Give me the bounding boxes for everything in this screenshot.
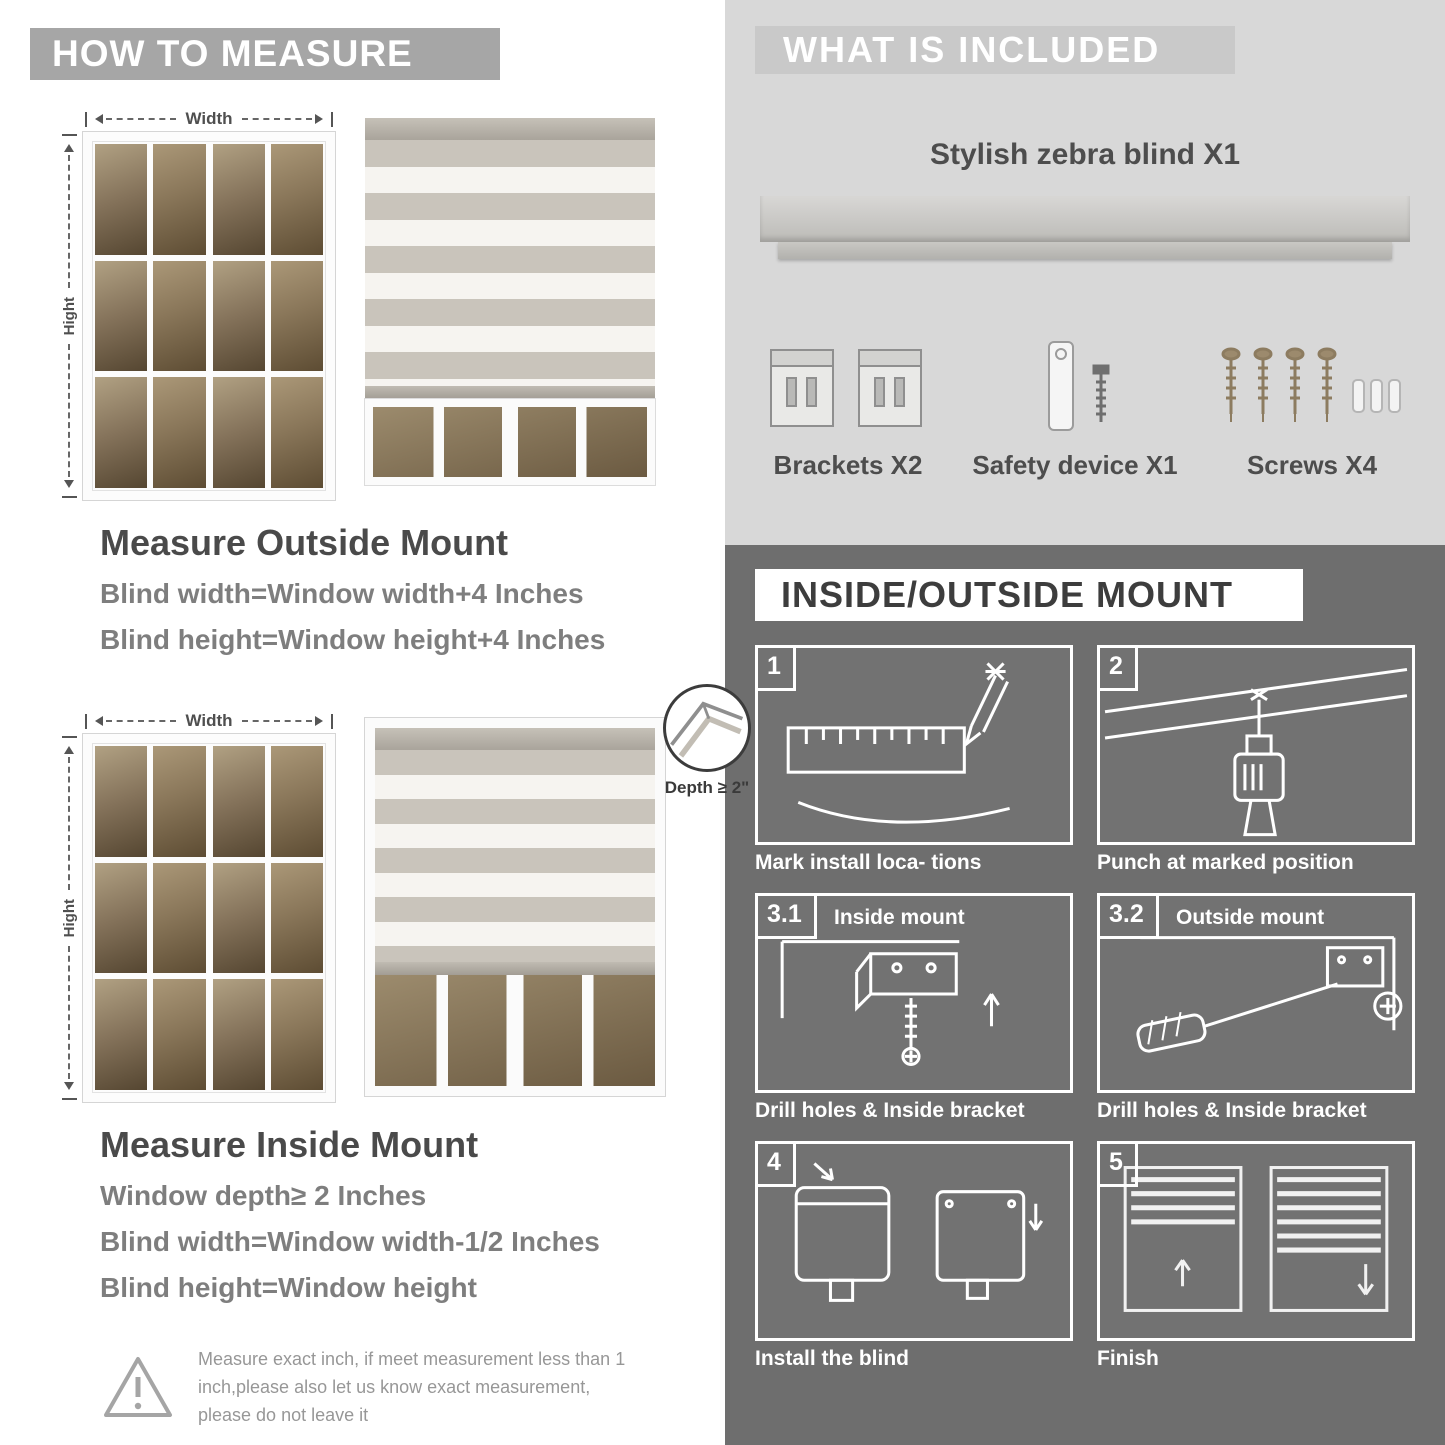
brackets-label: Brackets X2 <box>773 450 923 480</box>
inside-mount-figures: Width Hight <box>55 684 751 1102</box>
what-is-included-title: WHAT IS INCLUDED <box>783 29 1161 70</box>
height-label: Hight <box>60 296 78 336</box>
width-arrow: Width <box>83 708 335 734</box>
inside-depth-formula: Window depth≥ 2 Inches <box>100 1180 427 1211</box>
depth-callout: Depth ≥ 2" <box>649 684 765 798</box>
step-number: 5 <box>1100 1144 1138 1187</box>
inside-bracket-screw-icon <box>780 940 1000 1066</box>
included-item-brackets: Brackets X2 <box>763 326 933 481</box>
step-3-1-panel: 3.1 Inside mount <box>755 893 1073 1093</box>
outside-width-formula: Blind width=Window width+4 Inches <box>100 578 584 609</box>
step-3-1-title: Inside mount <box>834 906 965 929</box>
step-number: 2 <box>1100 648 1138 691</box>
screws-icon <box>1217 326 1407 438</box>
included-items-row: Brackets X2 S <box>763 326 1407 481</box>
brackets-icon <box>763 326 933 438</box>
window-corner-icon <box>670 701 744 758</box>
window-diagram-inside: Width Hight <box>55 708 335 1102</box>
window-below-blind <box>375 975 655 1086</box>
zebra-stripes <box>365 140 655 386</box>
height-arrow: Hight <box>55 734 83 1102</box>
outside-mount-figures: Width Hight <box>55 106 725 500</box>
install-blind-icon <box>794 1162 1044 1302</box>
outside-height-formula: Blind height=Window height+4 Inches <box>100 624 606 655</box>
window-diagram-outside: Width Hight <box>55 106 335 500</box>
included-item-safety-device: Safety device X1 <box>972 326 1178 481</box>
step-5-panel: 5 <box>1097 1141 1415 1341</box>
step-1: 1 <box>755 645 1073 875</box>
depth-detail-circle-icon <box>663 684 751 772</box>
blind-headrail <box>375 728 655 750</box>
measurement-warning: Measure exact inch, if meet measurement … <box>100 1346 660 1430</box>
step-number: 1 <box>758 648 796 691</box>
step-1-panel: 1 <box>755 645 1073 845</box>
warning-triangle-icon <box>104 1356 172 1417</box>
drill-icon <box>1104 668 1408 837</box>
width-label: Width <box>185 109 233 128</box>
window-sash <box>212 746 323 1090</box>
mount-steps-grid: 1 <box>755 645 1445 1371</box>
zebra-stripes <box>375 750 655 962</box>
ruler-pencil-icon <box>786 662 1010 824</box>
what-is-included-section: WHAT IS INCLUDED Stylish zebra blind X1 <box>725 0 1445 545</box>
screws-label: Screws X4 <box>1246 450 1378 480</box>
inside-height-formula: Blind height=Window height <box>100 1272 477 1303</box>
step-4-panel: 4 <box>755 1141 1073 1341</box>
step-3-2-title: Outside mount <box>1176 906 1325 929</box>
zebra-blind-inside-illustration <box>365 718 665 1096</box>
blind-bottomrail <box>375 962 655 975</box>
window-sash <box>95 144 206 488</box>
right-column: WHAT IS INCLUDED Stylish zebra blind X1 <box>725 0 1445 1445</box>
window-sash <box>212 144 323 488</box>
screwdriver-bracket-icon <box>1136 936 1403 1053</box>
step-3-2: 3.2 Outside mount <box>1097 893 1415 1123</box>
inside-width-formula: Blind width=Window width-1/2 Inches <box>100 1226 600 1257</box>
mount-header: INSIDE/OUTSIDE MOUNT <box>755 569 1303 621</box>
width-label: Width <box>185 711 233 730</box>
step-number: 3.1 <box>758 896 817 939</box>
safety-device-label: Safety device X1 <box>972 450 1178 480</box>
window-below-blind <box>365 399 655 485</box>
zebra-blind-outside-illustration <box>365 118 655 500</box>
step-number: 3.2 <box>1100 896 1159 939</box>
step-3-1-caption: Drill holes & Inside bracket <box>755 1099 1025 1122</box>
step-3-1: 3.1 Inside mount <box>755 893 1073 1123</box>
how-to-measure-title: HOW TO MEASURE <box>52 33 413 74</box>
blind-bottomrail <box>365 386 655 399</box>
how-to-measure-header: HOW TO MEASURE <box>30 28 500 80</box>
depth-label: Depth ≥ 2" <box>664 778 750 797</box>
height-arrow: Hight <box>55 132 83 500</box>
step-2-panel: 2 <box>1097 645 1415 845</box>
step-2-caption: Punch at marked position <box>1097 851 1354 874</box>
step-3-2-caption: Drill holes & Inside bracket <box>1097 1099 1367 1122</box>
how-to-measure-section: HOW TO MEASURE Width Hight <box>30 28 751 1430</box>
blind-headrail <box>365 118 655 140</box>
step-2: 2 Pu <box>1097 645 1415 875</box>
inside-mount-title: Measure Inside Mount <box>100 1124 479 1165</box>
step-number: 4 <box>758 1144 796 1187</box>
step-4-caption: Install the blind <box>755 1347 910 1370</box>
finish-blind-icon <box>1123 1166 1389 1312</box>
step-5: 5 <box>1097 1141 1415 1371</box>
what-is-included-header: WHAT IS INCLUDED <box>755 26 1235 74</box>
step-4: 4 <box>755 1141 1073 1371</box>
mount-title: INSIDE/OUTSIDE MOUNT <box>781 574 1234 615</box>
width-arrow: Width <box>83 106 335 132</box>
safety-device-icon <box>1015 326 1135 438</box>
headrail-product-image <box>760 196 1410 259</box>
outside-mount-title: Measure Outside Mount <box>100 522 509 563</box>
warning-text: Measure exact inch, if meet measurement … <box>198 1349 626 1425</box>
window-illustration <box>83 734 335 1102</box>
window-illustration <box>83 132 335 500</box>
mount-instructions-section: INSIDE/OUTSIDE MOUNT 1 <box>725 545 1445 1445</box>
step-1-caption: Mark install loca- tions <box>755 851 982 874</box>
step-3-2-panel: 3.2 Outside mount <box>1097 893 1415 1093</box>
height-label: Hight <box>60 898 78 938</box>
product-name: Stylish zebra blind X1 <box>929 138 1241 171</box>
step-5-caption: Finish <box>1097 1347 1159 1370</box>
window-sash <box>95 746 206 1090</box>
included-item-screws: Screws X4 <box>1217 326 1407 481</box>
